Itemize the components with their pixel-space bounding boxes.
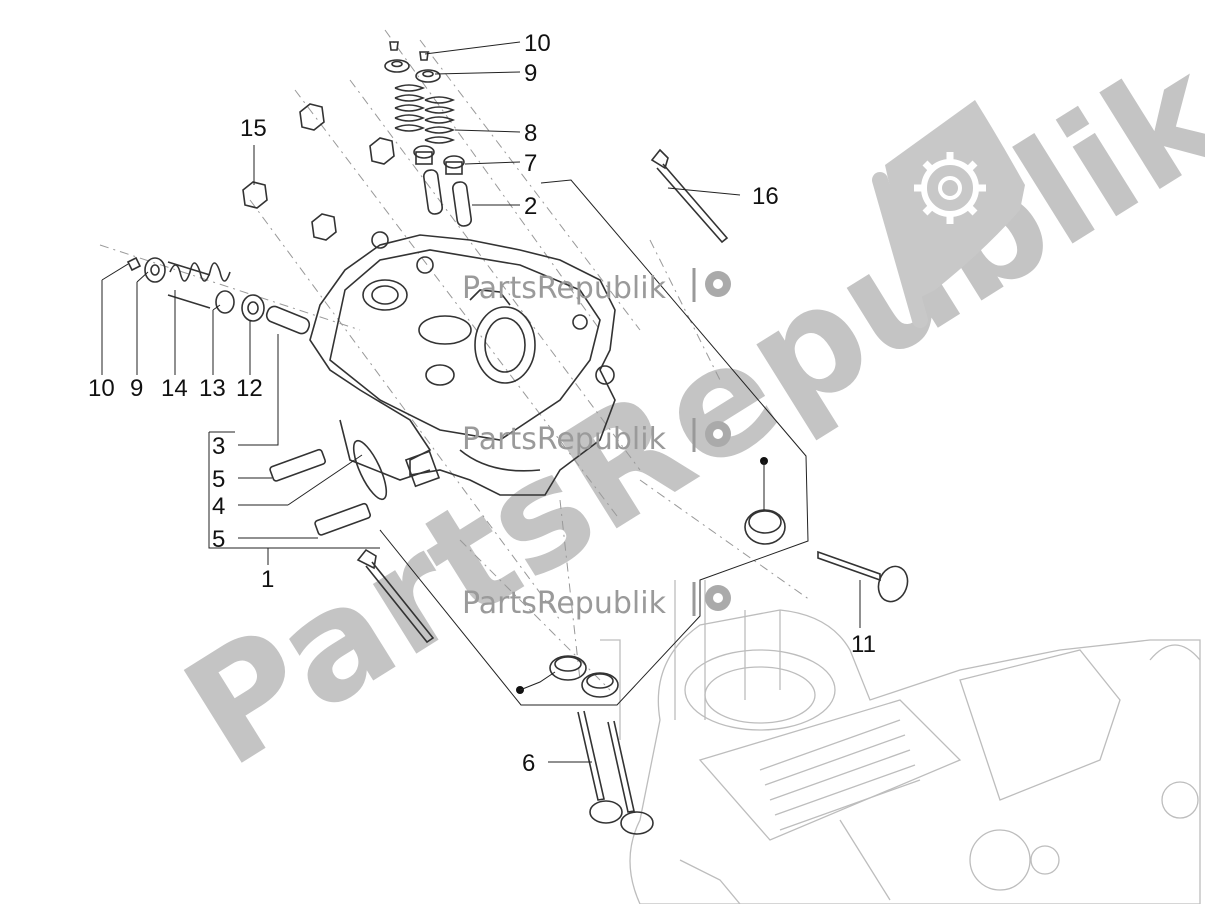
left-valve-train xyxy=(126,256,311,335)
callout-5-upper: 5 xyxy=(212,466,225,493)
dowel-pins xyxy=(269,448,372,536)
valve-collet-top-pair xyxy=(389,41,429,61)
callout-1: 1 xyxy=(261,566,274,593)
callout-14: 14 xyxy=(161,375,188,402)
callout-4: 4 xyxy=(212,493,225,520)
valve-guide-top-pair xyxy=(422,169,473,227)
callout-2: 2 xyxy=(524,193,537,220)
watermark-small-text: PartsRepublik xyxy=(462,586,667,621)
callout-5-lower: 5 xyxy=(212,526,225,553)
valve-spring-top-pair xyxy=(394,84,456,144)
retainer-left xyxy=(144,257,166,283)
seal-left xyxy=(215,290,235,314)
gear-icon xyxy=(914,152,986,224)
callout-9-top: 9 xyxy=(524,60,537,87)
watermark-small-text: PartsRepublik xyxy=(462,271,667,306)
watermark-large-text: PartsRepublik xyxy=(157,24,1205,800)
spring-retainer-top-pair xyxy=(384,59,441,83)
callout-11: 11 xyxy=(851,631,876,658)
stud-bolt-16 xyxy=(650,148,729,244)
callout-10-top: 10 xyxy=(524,30,551,57)
callout-6: 6 xyxy=(522,750,535,777)
callout-7: 7 xyxy=(524,150,537,177)
intake-valves-6 xyxy=(577,710,654,835)
watermark-large: PartsRepublik xyxy=(157,24,1205,800)
callout-16: 16 xyxy=(752,183,779,210)
gasket-ring xyxy=(352,439,388,501)
callout-9-left: 9 xyxy=(130,375,143,402)
valve-seat-rings xyxy=(549,509,786,698)
watermark-small-3: PartsRepublik xyxy=(462,582,731,621)
exhaust-valve-11 xyxy=(817,550,909,603)
watermark-flag-icon xyxy=(872,100,1025,328)
watermark-small-1: PartsRepublik xyxy=(462,268,731,306)
callout-labels: 10 9 8 7 2 16 15 10 9 14 13 12 3 5 4 5 1… xyxy=(88,30,876,777)
watermark-small-2: PartsRepublik xyxy=(462,418,731,457)
head-nut-group xyxy=(242,103,395,241)
engine-block-background xyxy=(600,580,1201,904)
guide-left xyxy=(265,305,311,335)
callout-13: 13 xyxy=(199,375,226,402)
head-bolt-lower xyxy=(356,548,435,644)
washer-left xyxy=(241,294,265,322)
callout-15: 15 xyxy=(240,115,267,142)
valve-stem-seal-top-pair xyxy=(413,145,465,175)
cylinder-head xyxy=(309,231,616,496)
callout-3: 3 xyxy=(212,433,225,460)
collet-left xyxy=(126,256,142,272)
group-brackets xyxy=(208,179,809,706)
watermark-small-text: PartsRepublik xyxy=(462,422,667,457)
callout-8: 8 xyxy=(524,120,537,147)
callout-10-left: 10 xyxy=(88,375,115,402)
leader-lines xyxy=(101,41,861,763)
callout-12: 12 xyxy=(236,375,263,402)
